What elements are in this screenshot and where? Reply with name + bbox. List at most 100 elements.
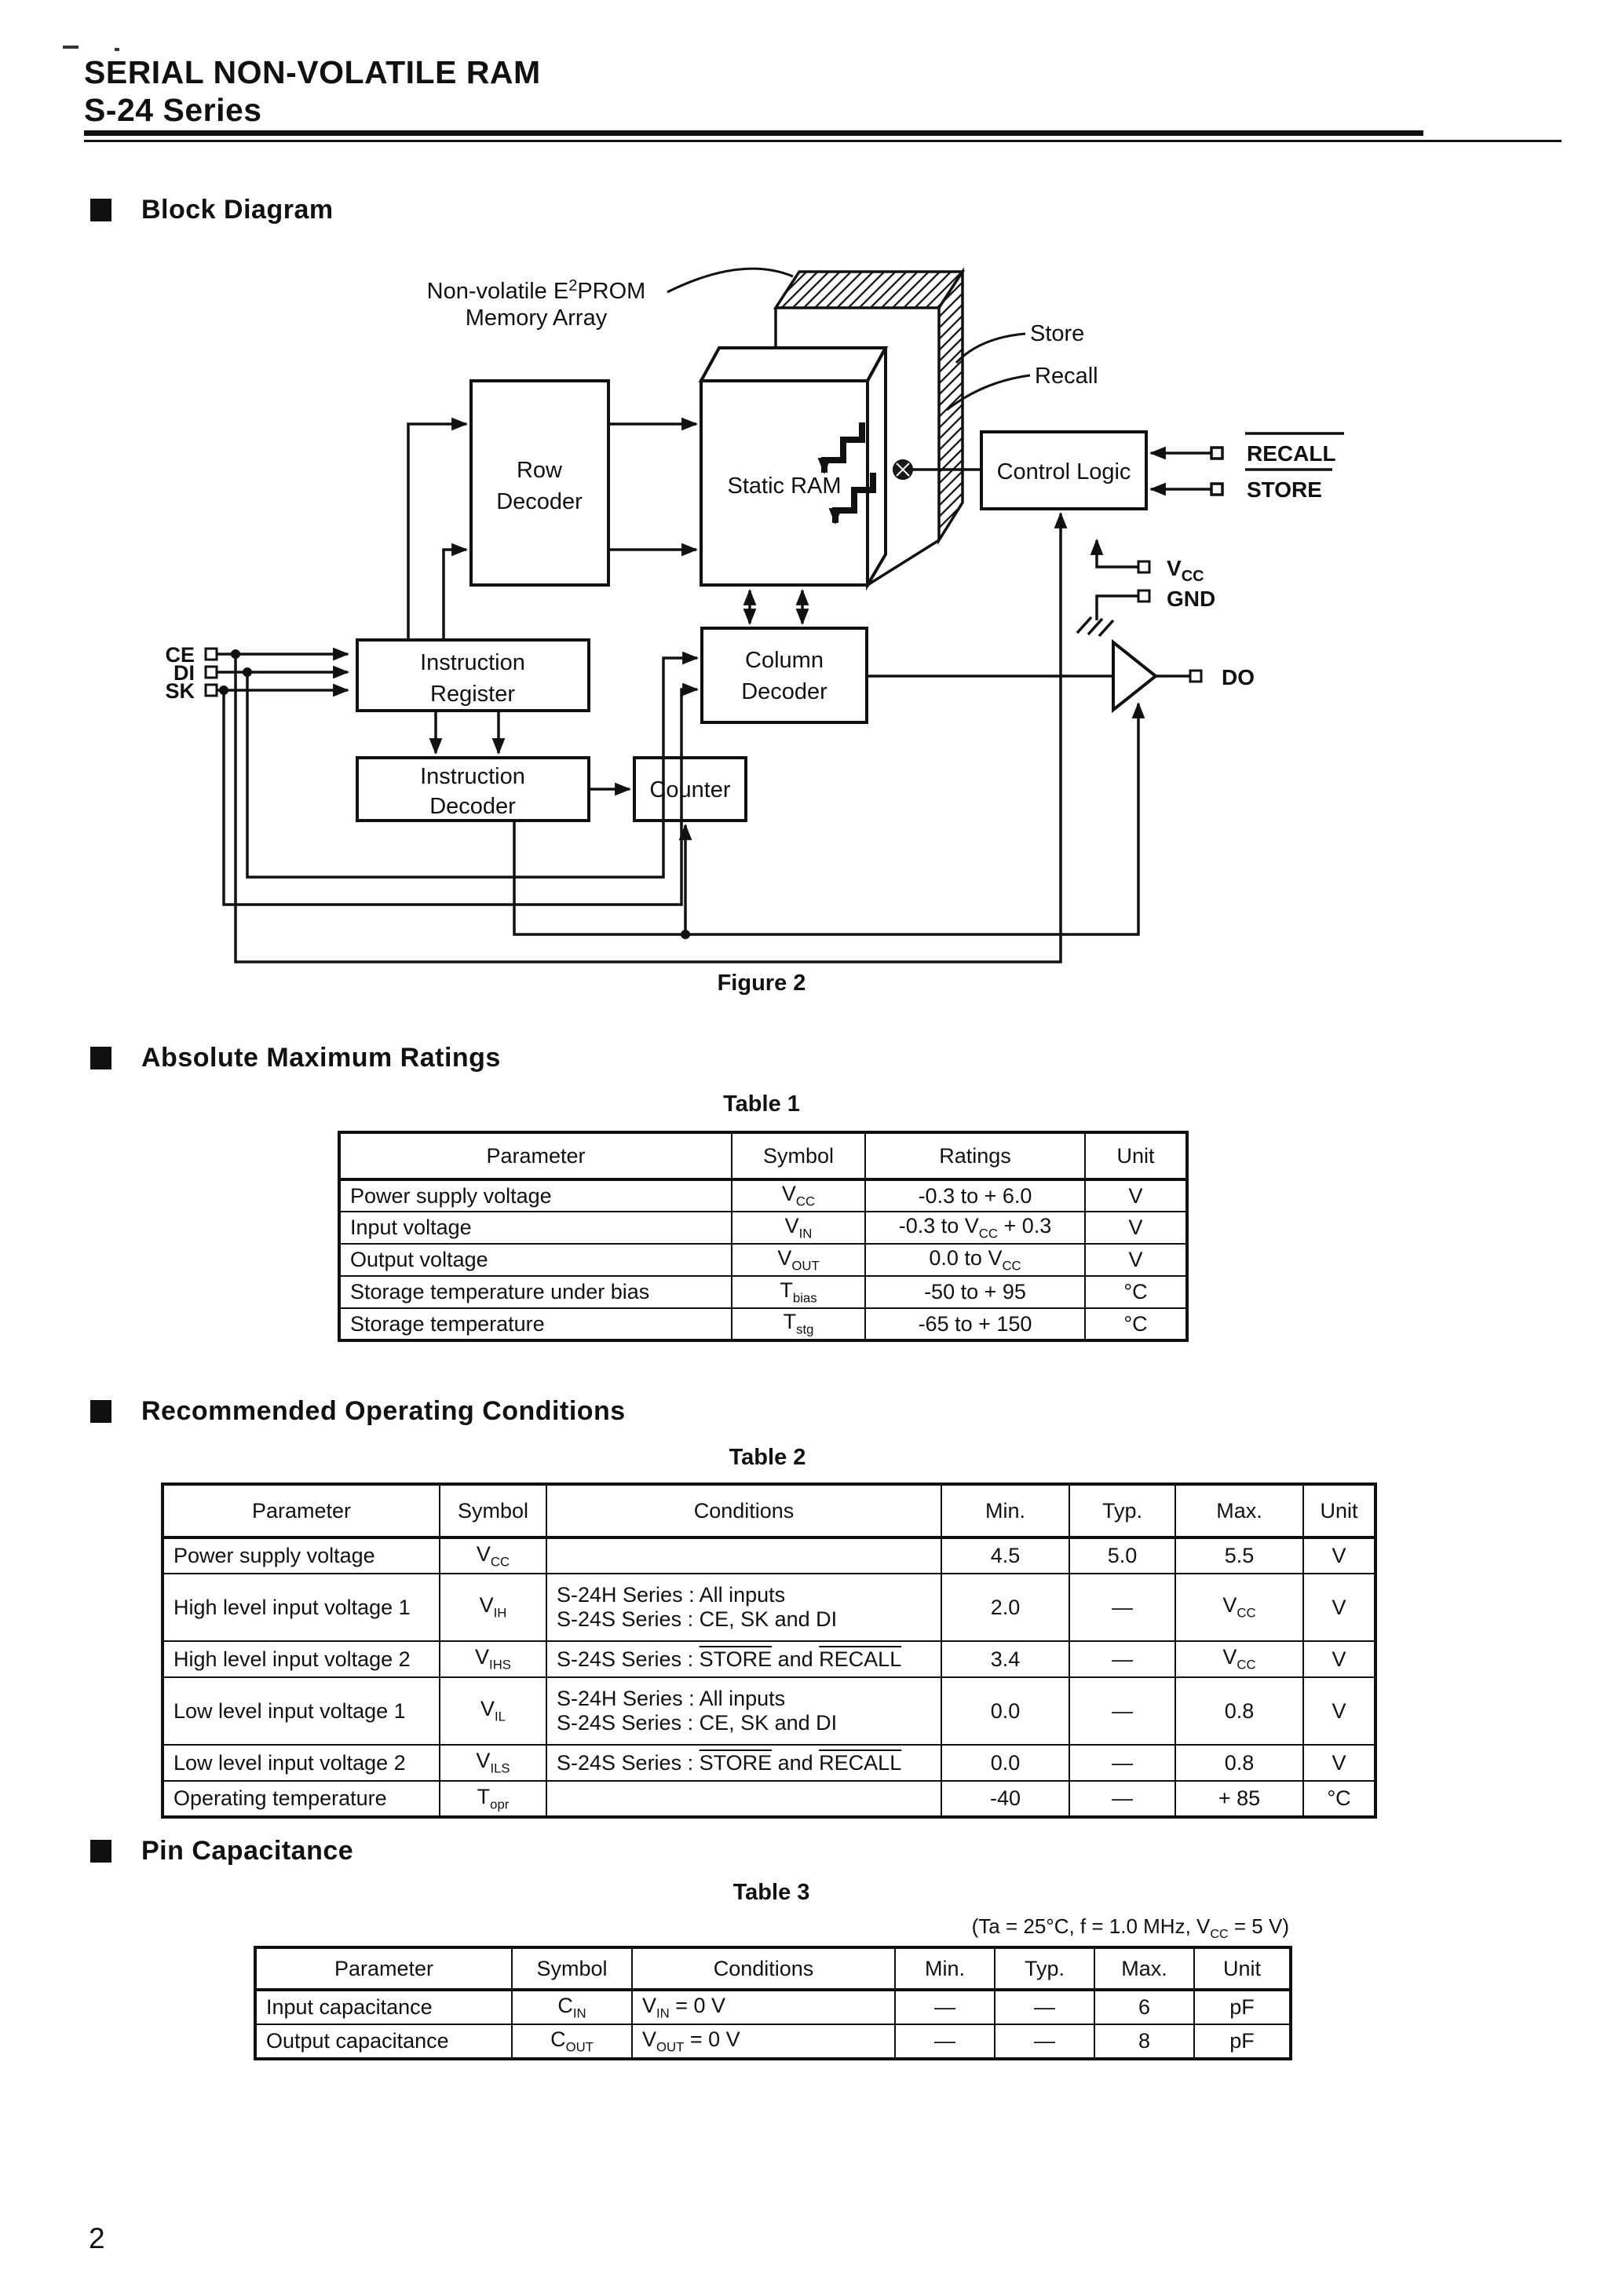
do-pin-label: DO — [1222, 665, 1255, 689]
condition-post: = 0 V — [669, 1993, 726, 2017]
symbol-cell: Topr — [439, 1780, 547, 1818]
col-header: Unit — [1302, 1483, 1376, 1539]
section-label: Block Diagram — [141, 195, 334, 225]
param-cell: Storage temperature — [338, 1307, 732, 1341]
rating-text: -50 to + 95 — [924, 1280, 1026, 1303]
max-cell: 0.8 — [1174, 1676, 1304, 1746]
block-diagram-figure: Static RAM Non-volatile E2PROM Memory Ar… — [165, 267, 1344, 963]
store-annotation: Store — [1030, 321, 1084, 346]
unit-cell: pF — [1193, 2024, 1291, 2060]
recall-store-inputs — [1149, 432, 1344, 496]
section-label: Recommended Operating Conditions — [141, 1396, 626, 1426]
rating-sub: CC — [1002, 1258, 1021, 1274]
param-cell: Operating temperature — [162, 1780, 440, 1818]
table-row: Input capacitance CIN VIN = 0 V — — 6 pF — [254, 1989, 1291, 2025]
store-pin-label: STORE — [1247, 477, 1322, 502]
max-cell: 5.5 — [1174, 1537, 1304, 1574]
table1-caption: Table 1 — [723, 1091, 800, 1117]
static-ram-label: Static RAM — [727, 473, 841, 499]
gnd-pin-square — [1137, 589, 1151, 603]
condition-pre: S-24S Series : — [557, 1750, 700, 1775]
table1-abs-max-ratings: Parameter Symbol Ratings Unit Power supp… — [338, 1131, 1189, 1342]
table-row: Output voltage VOUT 0.0 to VCC V — [338, 1243, 1188, 1277]
col-header: Conditions — [546, 1483, 942, 1539]
table-header-row: Parameter Symbol Ratings Unit — [338, 1132, 1188, 1181]
typ-cell: 5.0 — [1069, 1537, 1176, 1574]
section-bullet-icon — [90, 1400, 111, 1423]
section-label: Absolute Maximum Ratings — [141, 1043, 501, 1073]
symbol-main: T — [783, 1310, 797, 1334]
condition-overlined-signal: RECALL — [819, 1750, 902, 1775]
col-header: Parameter — [254, 1947, 513, 1991]
table-row: Storage temperature Tstg -65 to + 150 °C — [338, 1307, 1188, 1341]
max-sym: V — [1222, 1645, 1237, 1669]
vcc-pin-square — [1137, 560, 1151, 574]
conditions-cell — [546, 1780, 942, 1818]
section-bullet-icon — [90, 199, 111, 221]
section-pin-cap: Pin Capacitance — [90, 1836, 353, 1866]
symbol-main: T — [780, 1278, 793, 1302]
rating-text: 0.0 to — [929, 1245, 988, 1270]
memory-array-label-line2: Memory Array — [466, 305, 608, 331]
store-pin-square — [1210, 482, 1224, 496]
table-row: Power supply voltage VCC -0.3 to + 6.0 V — [338, 1179, 1188, 1212]
instruction-register-label-line2: Register — [430, 682, 515, 707]
min-cell: 3.4 — [941, 1640, 1070, 1678]
max-sub: CC — [1237, 1657, 1256, 1673]
typ-cell: — — [994, 2024, 1095, 2060]
param-cell: Output capacitance — [254, 2024, 513, 2060]
symbol-main: V — [476, 1541, 491, 1566]
static-ram-top-face — [698, 346, 889, 382]
symbol-cell: VIN — [731, 1211, 866, 1245]
col-header: Min. — [894, 1947, 995, 1991]
col-header: Typ. — [994, 1947, 1095, 1991]
ce-pin-label: CE — [165, 643, 195, 667]
rating-cell: -0.3 to VCC + 0.3 — [864, 1211, 1086, 1245]
symbol-cell: CIN — [511, 1989, 633, 2025]
note-sub: CC — [1210, 1927, 1229, 1942]
conditions-cell: S-24S Series : STORE and RECALL — [546, 1744, 942, 1782]
transfer-node-hatch — [896, 462, 910, 477]
typ-cell: — — [1069, 1780, 1176, 1818]
col-header: Max. — [1094, 1947, 1195, 1991]
col-header: Max. — [1174, 1483, 1304, 1539]
condition-line: S-24S Series : CE, SK and DI — [557, 1711, 838, 1735]
symbol-sub: OUT — [565, 2039, 594, 2055]
rating-sym: V — [964, 1213, 979, 1238]
min-cell: -40 — [941, 1780, 1070, 1818]
unit-cell: °C — [1302, 1780, 1376, 1818]
header-rule-thin — [84, 140, 1562, 142]
typ-cell: — — [994, 1989, 1095, 2025]
rating-cell: 0.0 to VCC — [864, 1243, 1086, 1277]
symbol-sub: bias — [792, 1290, 817, 1306]
memory-label-pre: Non-volatile E — [427, 279, 569, 304]
vcc-label-sub: CC — [1182, 568, 1204, 585]
condition-mid: and — [772, 1750, 820, 1775]
param-cell: Storage temperature under bias — [338, 1275, 732, 1309]
table-row: Low level input voltage 1 VIL S-24H Seri… — [162, 1676, 1376, 1746]
store-label-leader — [955, 332, 1026, 364]
note-pre: (Ta = 25°C, f = 1.0 MHz, V — [971, 1914, 1211, 1938]
section-bullet-icon — [90, 1047, 111, 1069]
table-row: High level input voltage 2 VIHS S-24S Se… — [162, 1640, 1376, 1678]
recall-annotation: Recall — [1035, 364, 1098, 389]
unit-cell: pF — [1193, 1989, 1291, 2025]
param-cell: Input voltage — [338, 1211, 732, 1245]
column-decoder-label-line1: Column — [745, 648, 824, 673]
label-leaders — [667, 267, 1031, 411]
param-cell: Output voltage — [338, 1243, 732, 1277]
ce-pin-square — [204, 647, 218, 661]
row-decoder-label-line1: Row — [517, 458, 563, 483]
di-pin-label: DI — [174, 661, 195, 685]
table-header-row: Parameter Symbol Conditions Min. Typ. Ma… — [254, 1947, 1291, 1991]
memory-array-label-line1: Non-volatile E2PROM — [427, 277, 646, 304]
scan-artifact — [115, 48, 119, 51]
row-decoder-box — [469, 379, 610, 587]
doc-title-line1: SERIAL NON-VOLATILE RAM — [84, 54, 541, 90]
do-pin-square — [1189, 669, 1203, 683]
power-wiring — [1076, 538, 1138, 638]
param-cell: Low level input voltage 2 — [162, 1744, 440, 1782]
table-row: Storage temperature under bias Tbias -50… — [338, 1275, 1188, 1309]
